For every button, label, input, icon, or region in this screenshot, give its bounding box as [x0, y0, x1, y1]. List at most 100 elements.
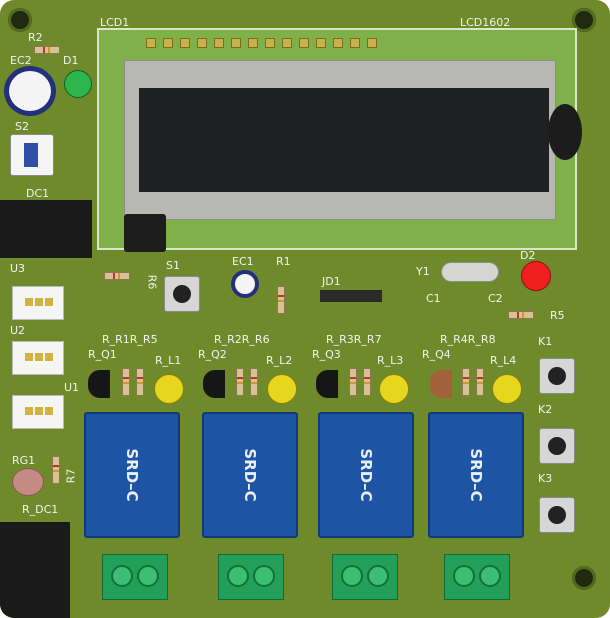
r-q1-label: R_Q1 — [88, 348, 117, 361]
led-d2 — [521, 261, 551, 291]
r-l1-label: R_L1 — [155, 354, 182, 367]
s1-label: S1 — [166, 259, 180, 272]
crystal-y1 — [441, 262, 499, 282]
lcd1602-label: LCD1602 — [460, 16, 511, 29]
u1-label: U1 — [64, 381, 80, 394]
u3-label: U3 — [10, 262, 26, 275]
sensor-module-u3 — [12, 286, 64, 320]
terminal-block-1[interactable] — [102, 554, 168, 600]
relay-label: SRD–C — [123, 448, 141, 502]
header-jd1[interactable] — [320, 290, 382, 302]
u2-label: U2 — [10, 324, 26, 337]
mounting-hole — [8, 8, 32, 32]
r-r4r-r8-label: R_R4R_R8 — [440, 333, 496, 346]
dc-jack-r-dc1 — [0, 522, 70, 618]
r-l2-label: R_L2 — [266, 354, 293, 367]
resistor-r6 — [104, 272, 130, 280]
relay-srd-2: SRD–C — [202, 412, 298, 538]
lcd-pin — [282, 38, 292, 48]
k1-label: K1 — [538, 335, 553, 348]
terminal-block-3[interactable] — [332, 554, 398, 600]
lcd-pin — [214, 38, 224, 48]
lcd-pin — [350, 38, 360, 48]
lcd-pin — [146, 38, 156, 48]
switch-s2[interactable] — [10, 134, 54, 176]
r-l3-label: R_L3 — [377, 354, 404, 367]
r-dc1-label: R_DC1 — [22, 503, 59, 516]
c1-label: C1 — [426, 292, 441, 305]
ec1-label: EC1 — [232, 255, 254, 268]
lcd-pin — [231, 38, 241, 48]
lcd-pin — [367, 38, 377, 48]
relay-srd-4: SRD–C — [428, 412, 524, 538]
button-k2[interactable] — [539, 428, 575, 464]
sensor-module-u2 — [12, 341, 64, 375]
relay-label: SRD–C — [467, 448, 485, 502]
lcd-pin — [333, 38, 343, 48]
lcd-driver-chip — [124, 214, 166, 252]
resistor-r1 — [277, 286, 285, 314]
transistor-r-q3 — [316, 370, 338, 398]
mounting-hole — [572, 566, 596, 590]
lcd-backlight-blob — [548, 104, 582, 160]
capacitor-ec1 — [231, 270, 259, 298]
switch-toggle — [24, 143, 38, 167]
r-r1r-r5-label: R_R1R_R5 — [102, 333, 158, 346]
r-r2r-r6-label: R_R2R_R6 — [214, 333, 270, 346]
c2-label: C2 — [488, 292, 503, 305]
terminal-block-2[interactable] — [218, 554, 284, 600]
r1-label: R1 — [276, 255, 291, 268]
button-k1[interactable] — [539, 358, 575, 394]
dc1-label: DC1 — [26, 187, 50, 200]
k3-label: K3 — [538, 472, 553, 485]
r7-label: R7 — [64, 468, 78, 484]
led-r-l3 — [379, 374, 409, 404]
resistor-r-r5 — [136, 368, 144, 396]
lcd-pin — [316, 38, 326, 48]
lcd1-label: LCD1 — [100, 16, 130, 29]
jd1-label: JD1 — [322, 275, 341, 288]
resistor-r-r6 — [250, 368, 258, 396]
button-k3[interactable] — [539, 497, 575, 533]
led-r-l2 — [267, 374, 297, 404]
relay-label: SRD–C — [357, 448, 375, 502]
led-r-l1 — [154, 374, 184, 404]
r-l4-label: R_L4 — [490, 354, 517, 367]
r-q4-label: R_Q4 — [422, 348, 451, 361]
led-d1 — [64, 70, 92, 98]
capacitor-ec2 — [4, 66, 56, 116]
resistor-r5 — [508, 311, 534, 319]
lcd-pin — [265, 38, 275, 48]
r5-label: R5 — [550, 309, 565, 322]
resistor-r-r3 — [349, 368, 357, 396]
resistor-r-r1 — [122, 368, 130, 396]
photoresistor-rg1 — [12, 468, 44, 496]
r-q2-label: R_Q2 — [198, 348, 227, 361]
lcd-pin — [248, 38, 258, 48]
resistor-r-r8 — [476, 368, 484, 396]
lcd-pin — [180, 38, 190, 48]
s2-label: S2 — [15, 120, 29, 133]
d2-label: D2 — [520, 249, 536, 262]
led-r-l4 — [492, 374, 522, 404]
ec2-label: EC2 — [10, 54, 32, 67]
terminal-block-4[interactable] — [444, 554, 510, 600]
d1-label: D1 — [63, 54, 79, 67]
relay-label: SRD–C — [241, 448, 259, 502]
transistor-r-q2 — [203, 370, 225, 398]
lcd-pin — [197, 38, 207, 48]
lcd-pin — [163, 38, 173, 48]
r6-label: R6 — [145, 274, 159, 290]
lcd-screen — [139, 88, 549, 192]
sensor-module-u1 — [12, 395, 64, 429]
r-q3-label: R_Q3 — [312, 348, 341, 361]
transistor-r-q4 — [430, 370, 452, 398]
r2-label: R2 — [28, 31, 43, 44]
resistor-r7 — [52, 456, 60, 484]
lcd-pin — [299, 38, 309, 48]
button-s1[interactable] — [164, 276, 200, 312]
resistor-r-r4 — [462, 368, 470, 396]
r-r3r-r7-label: R_R3R_R7 — [326, 333, 382, 346]
dc-jack-dc1 — [0, 200, 92, 258]
